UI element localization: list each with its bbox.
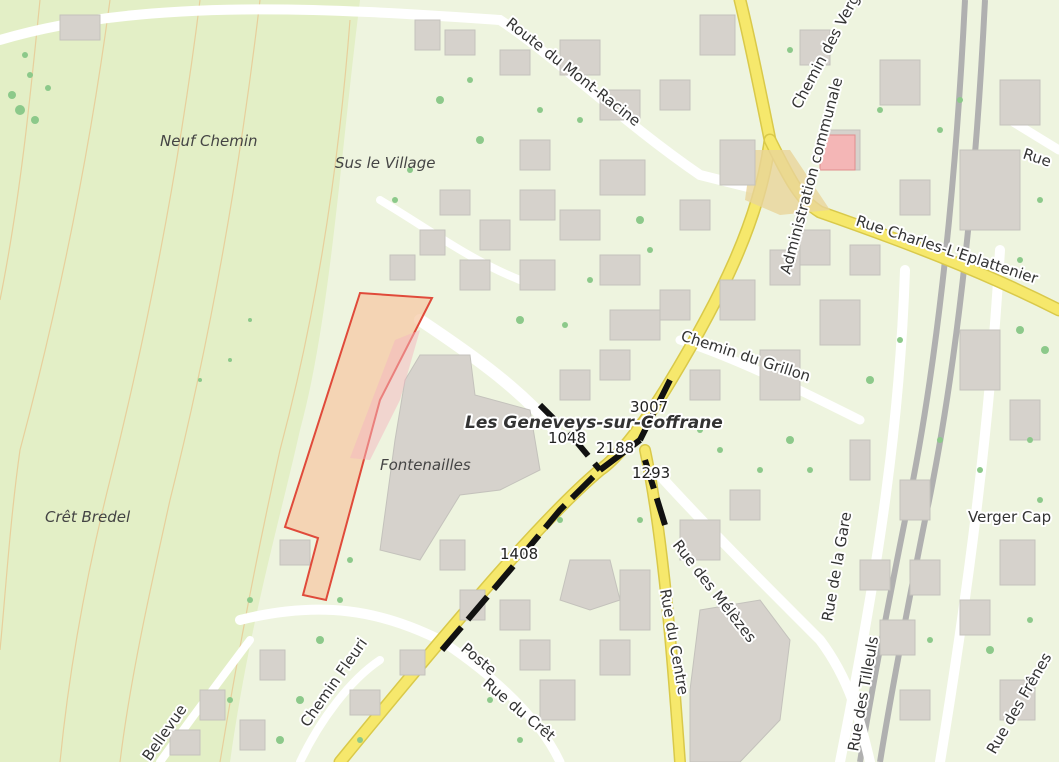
label-cret-bredel: Crêt Bredel: [45, 508, 131, 526]
town-square: [745, 150, 830, 215]
open-field-area: [0, 0, 360, 762]
label-sus-le-village: Sus le Village: [335, 154, 435, 172]
segment-2188-line[interactable]: [598, 437, 642, 473]
segment-1293-line[interactable]: [642, 459, 668, 526]
segment-label-2188: 2188: [596, 439, 634, 457]
label-verger-cap: Verger Cap: [968, 508, 1051, 526]
segment-label-1293: 1293: [632, 464, 670, 482]
segment-3007-line[interactable]: [637, 378, 673, 442]
contour-lines: [0, 0, 351, 762]
label-fontenailles: Fontenailles: [380, 456, 471, 474]
label-neuf-chemin: Neuf Chemin: [160, 132, 258, 150]
trees: [8, 47, 1049, 744]
buildings: [59, 14, 1041, 762]
segment-label-1408: 1408: [500, 545, 538, 563]
administration-building[interactable]: [819, 134, 856, 171]
segment-label-3007: 3007: [630, 398, 668, 416]
label-town-name: Les Geneveys-sur-Coffrane: [465, 413, 723, 433]
parcel-overlap: [350, 330, 420, 460]
measured-segments[interactable]: [439, 378, 673, 652]
segment-label-1048: 1048: [548, 429, 586, 447]
segment-1048-line[interactable]: [537, 402, 603, 472]
